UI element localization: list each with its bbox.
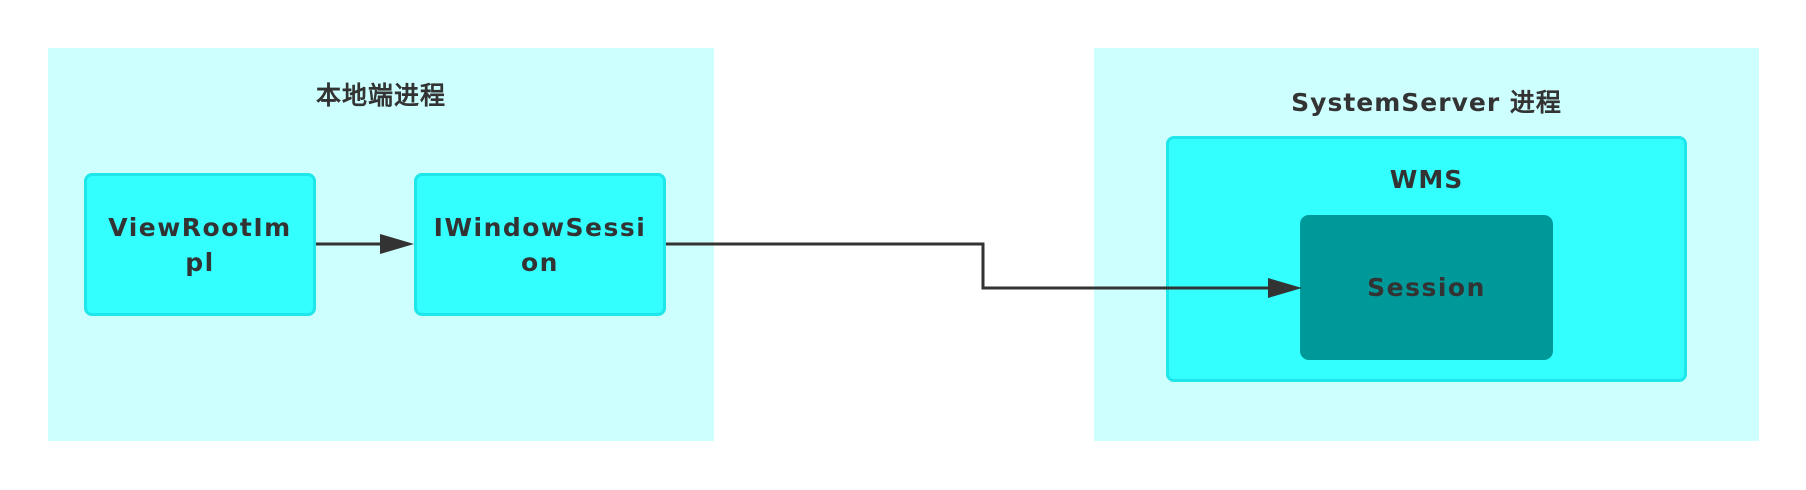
view-root-impl-label-line2: pl [185, 247, 215, 277]
local-process-title: 本地端进程 [315, 81, 446, 110]
iwindow-session-label-line2: on [521, 247, 559, 277]
iwindow-session-label-line1: IWindowSessi [433, 212, 647, 242]
iwindow-session-label: IWindowSessi on [434, 210, 647, 280]
view-root-impl-label: ViewRootIm pl [108, 210, 291, 280]
view-root-impl-node[interactable]: ViewRootIm pl [84, 173, 316, 316]
iwindow-session-node[interactable]: IWindowSessi on [414, 173, 666, 316]
system-server-title: SystemServer 进程 [1291, 88, 1562, 117]
session-node[interactable]: Session [1300, 215, 1553, 360]
session-label: Session [1367, 273, 1486, 302]
wms-title: WMS [1389, 165, 1464, 194]
view-root-impl-label-line1: ViewRootIm [108, 212, 292, 242]
